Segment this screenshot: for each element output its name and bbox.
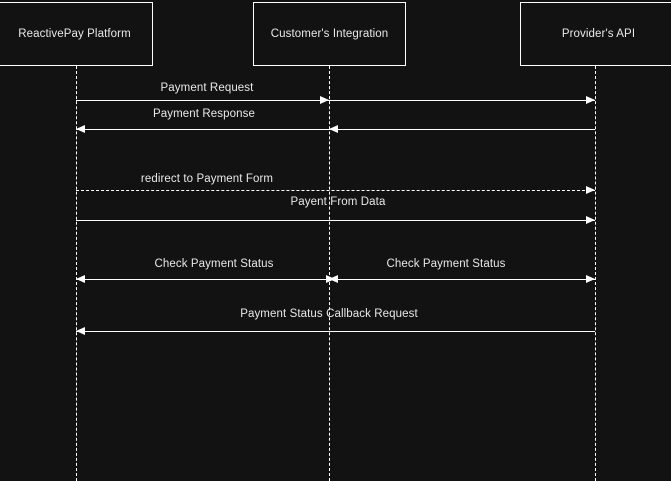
participant-box-provider[interactable]: Provider's API xyxy=(520,2,671,66)
lifeline-reactivepay xyxy=(76,66,77,481)
participant-box-reactivepay[interactable]: ReactivePay Platform xyxy=(0,2,153,66)
arrowhead-right-icon xyxy=(586,186,595,194)
message-line-check-payment-status-left xyxy=(76,279,329,280)
lifeline-provider xyxy=(595,66,596,481)
message-label-redirect-to-payment-form: redirect to Payment Form xyxy=(140,173,274,185)
message-line-payment-request xyxy=(76,100,595,101)
arrowhead-right-icon xyxy=(326,275,335,283)
message-label-check-payment-status-right: Check Payment Status xyxy=(386,258,506,270)
arrowhead-left-icon xyxy=(76,327,85,335)
arrowhead-right-icon xyxy=(586,216,595,224)
arrowhead-left-icon xyxy=(329,125,338,133)
message-label-payment-response: Payment Response xyxy=(153,108,255,120)
message-line-payent-from-data xyxy=(76,220,595,221)
arrowhead-right-icon xyxy=(320,96,329,104)
participant-label-provider: Provider's API xyxy=(561,28,636,40)
arrowhead-right-icon xyxy=(586,275,595,283)
message-line-check-payment-status-right xyxy=(329,279,595,280)
arrowhead-left-icon xyxy=(76,125,85,133)
lifeline-customer xyxy=(329,66,330,481)
message-label-payment-status-callback-request: Payment Status Callback Request xyxy=(240,308,418,320)
message-label-payent-from-data: Payent From Data xyxy=(290,196,386,208)
message-line-redirect-to-payment-form xyxy=(76,190,595,191)
participant-box-customer[interactable]: Customer's Integration xyxy=(253,2,406,66)
message-label-payment-request: Payment Request xyxy=(160,82,254,94)
arrowhead-right-icon xyxy=(586,96,595,104)
participant-label-customer: Customer's Integration xyxy=(270,28,389,40)
participant-label-reactivepay: ReactivePay Platform xyxy=(18,28,131,40)
message-label-check-payment-status-left: Check Payment Status xyxy=(154,258,274,270)
arrowhead-left-icon xyxy=(76,275,85,283)
message-line-payment-status-callback-request xyxy=(76,331,595,332)
